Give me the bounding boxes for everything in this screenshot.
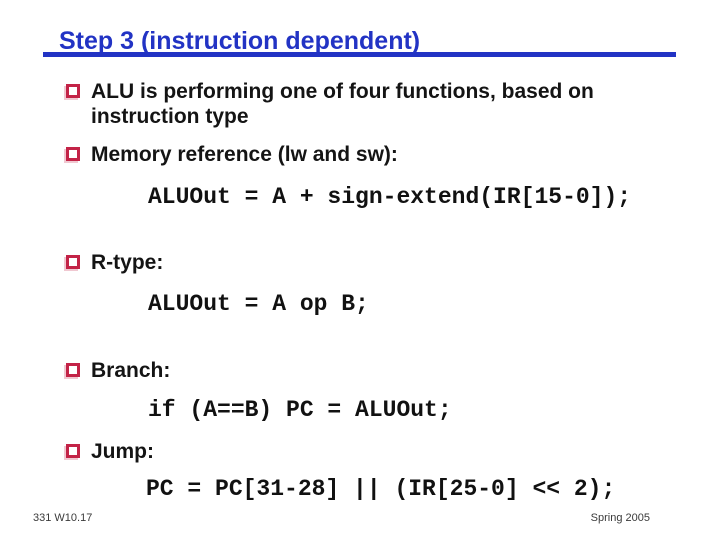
bullet-text-rtype: R-type: (91, 251, 164, 274)
bullet-text-branch: Branch: (91, 359, 171, 382)
code-memory-reference: ALUOut = A + sign-extend(IR[15-0]); (148, 184, 632, 210)
bullet-text-memory-reference: Memory reference (lw and sw): (91, 143, 398, 166)
slide-title: Step 3 (instruction dependent) (59, 27, 421, 55)
square-bullet-icon (66, 255, 80, 269)
square-bullet-icon (66, 363, 80, 377)
footer-term: Spring 2005 (590, 512, 650, 524)
square-bullet-icon (66, 84, 80, 98)
code-rtype: ALUOut = A op B; (148, 291, 369, 317)
title-underline-rule (43, 52, 676, 57)
bullet-text-alu: ALU is performing one of four functions,… (91, 80, 594, 128)
code-branch: if (A==B) PC = ALUOut; (148, 397, 452, 423)
bullet-item-jump: Jump: (66, 439, 651, 464)
square-bullet-icon (66, 147, 80, 161)
bullet-item-rtype: R-type: (66, 250, 651, 275)
bullet-item-alu: ALU is performing one of four functions,… (66, 79, 651, 129)
bullet-item-branch: Branch: (66, 358, 651, 383)
code-jump: PC = PC[31-28] || (IR[25-0] << 2); (146, 476, 616, 502)
bullet-item-memory-reference: Memory reference (lw and sw): (66, 142, 651, 167)
bullet-text-jump: Jump: (91, 440, 154, 463)
square-bullet-icon (66, 444, 80, 458)
footer-slide-number: 331 W10.17 (33, 512, 93, 524)
